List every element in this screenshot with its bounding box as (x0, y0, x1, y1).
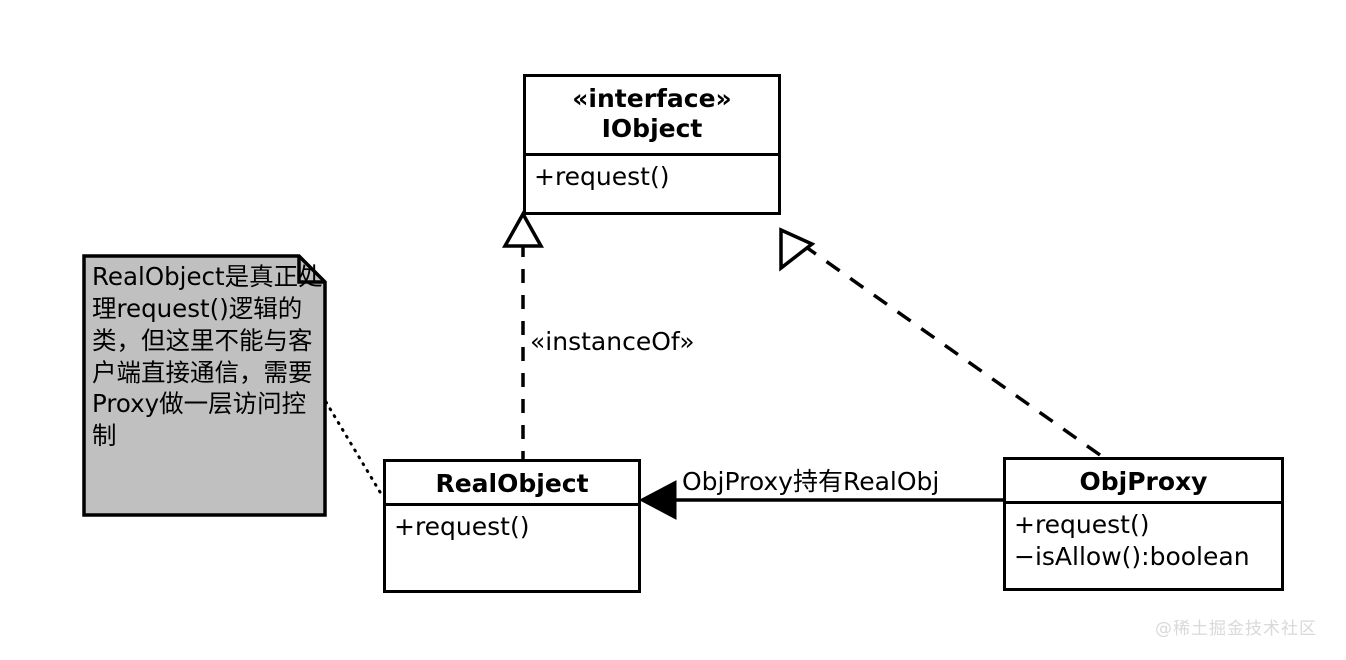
edge-label-instanceof: «instanceOf» (530, 327, 695, 356)
class-box-iobject[interactable]: «interface» IObject +request() (523, 74, 781, 215)
note-shape (82, 254, 327, 517)
member-row: −isAllow():boolean (1014, 542, 1250, 571)
watermark: @稀土掘金技术社区 (1155, 619, 1317, 639)
class-members-realobject: +request() (386, 506, 638, 549)
class-box-realobject[interactable]: RealObject +request() (383, 459, 641, 593)
member-row: +request() (1014, 510, 1150, 539)
class-title-objproxy: ObjProxy (1006, 460, 1281, 504)
member-row: +request() (534, 162, 670, 191)
member-row: +request() (394, 512, 530, 541)
class-box-objproxy[interactable]: ObjProxy +request() −isAllow():boolean (1003, 457, 1284, 591)
note-comment[interactable]: RealObject是真正处理request()逻辑的类，但这里不能与客户端直接… (84, 256, 325, 515)
proxy-realization-dashed-line (804, 245, 1102, 457)
instanceof-hollow-triangle-icon (502, 210, 544, 248)
class-title-iobject: «interface» IObject (526, 77, 778, 156)
holds-filled-arrow-icon (638, 480, 677, 520)
class-title-realobject: RealObject (386, 462, 638, 506)
note-link-dotted-line (324, 400, 385, 499)
edge-label-holds: ObjProxy持有RealObj (678, 462, 944, 498)
note-text: RealObject是真正处理request()逻辑的类，但这里不能与客户端直接… (92, 262, 323, 451)
proxy-realization-hollow-triangle-icon (779, 227, 816, 272)
class-members-iobject: +request() (526, 156, 778, 199)
class-members-objproxy: +request() −isAllow():boolean (1006, 504, 1281, 579)
